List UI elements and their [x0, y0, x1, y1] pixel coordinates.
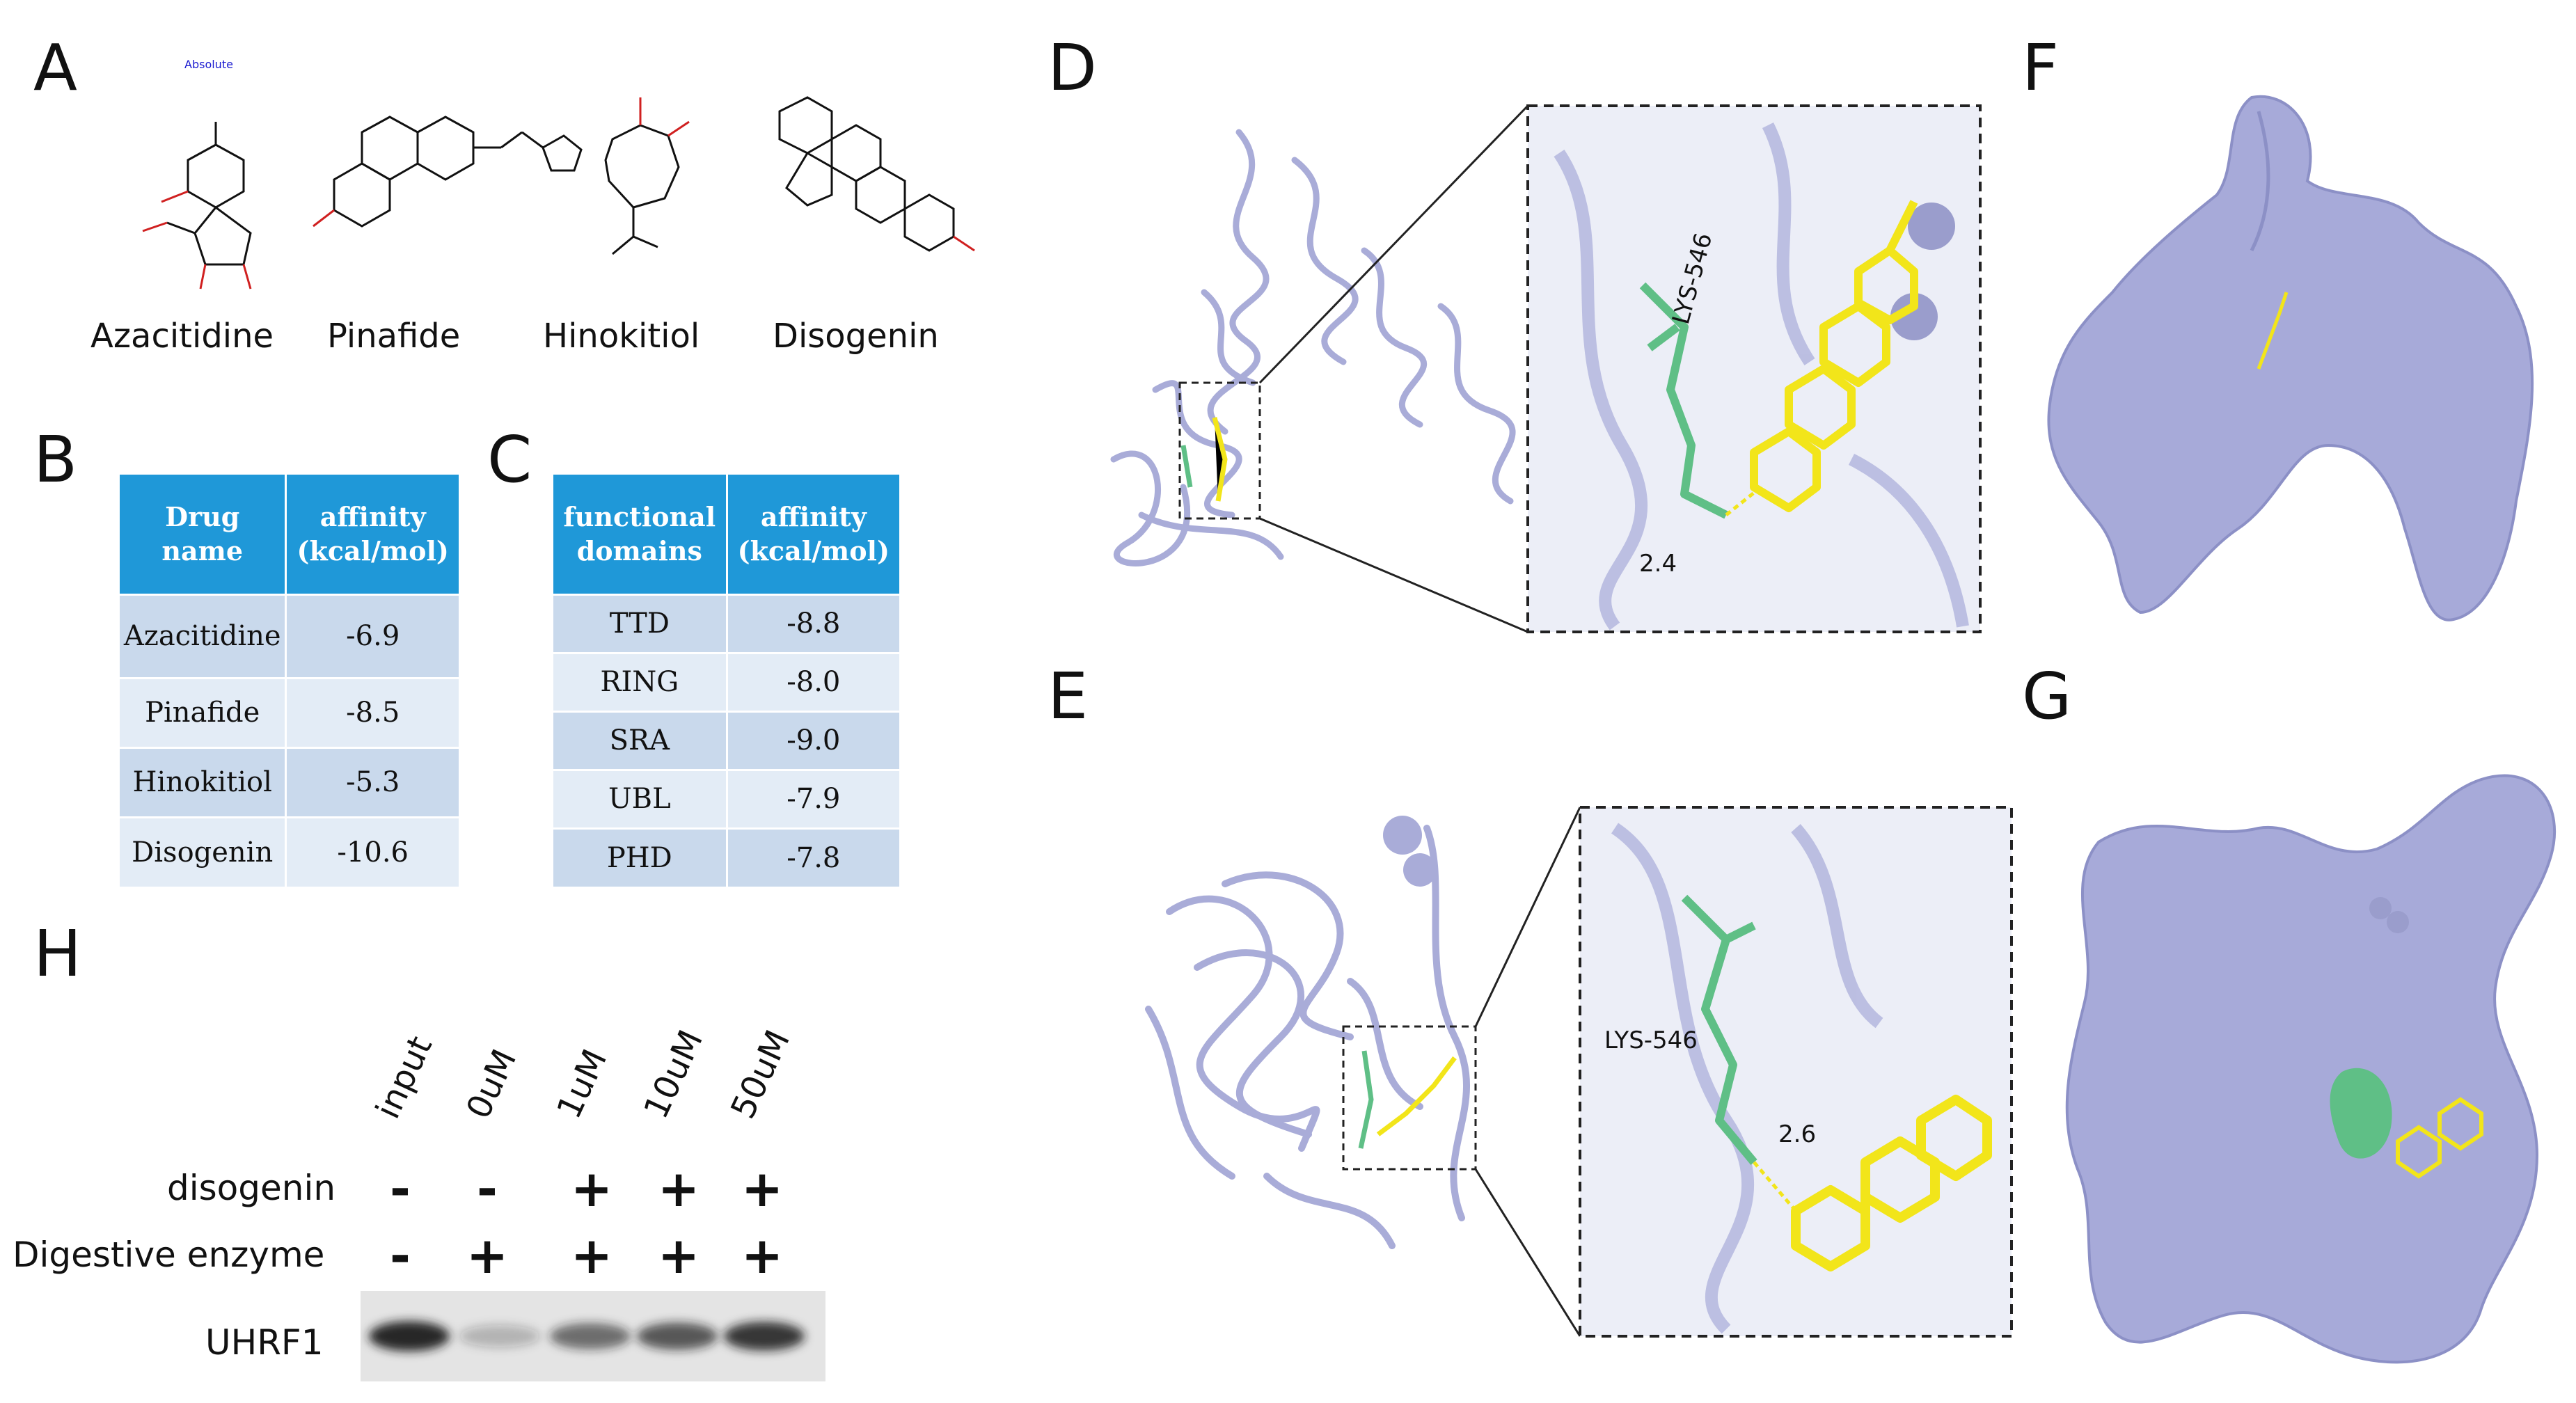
blot-band-4	[724, 1322, 805, 1351]
table-c-cell-domain: TTD	[553, 593, 728, 653]
molecule-name-azacitidine: Azacitidine	[90, 317, 274, 356]
table-row: UBL -7.9	[553, 768, 902, 828]
table-row: Azacitidine -6.9	[120, 593, 461, 678]
table-b-cell-affinity: -6.9	[285, 593, 461, 678]
table-c-cell-domain: PHD	[553, 827, 728, 887]
table-b-cell-drug: Disogenin	[120, 816, 287, 887]
panel-label-c: C	[487, 422, 532, 497]
lane-label-10um: 10uM	[636, 1024, 711, 1125]
table-row: Hinokitiol -5.3	[120, 746, 461, 817]
table-row: RING -8.0	[553, 651, 902, 711]
domain-affinity-table: functional domains affinity (kcal/mol) T…	[553, 475, 902, 887]
panel-label-d: D	[1048, 31, 1097, 105]
lane-label-0um: 0uM	[459, 1043, 525, 1125]
lane-label-50um: 50uM	[723, 1024, 798, 1125]
sign-enzyme-50um: +	[741, 1226, 784, 1285]
table-b-cell-drug: Azacitidine	[120, 593, 287, 678]
panel-label-f: F	[2022, 31, 2059, 105]
table-b-cell-affinity: -8.5	[285, 676, 461, 747]
docking-structure-e	[1145, 806, 2013, 1338]
table-c-cell-domain: UBL	[553, 768, 728, 828]
distance-label-d: 2.4	[1639, 550, 1677, 578]
panel-label-b: B	[33, 422, 78, 497]
distance-label-e: 2.6	[1778, 1120, 1817, 1148]
table-row: TTD -8.8	[553, 593, 902, 653]
surface-structure-f	[2047, 95, 2534, 621]
table-c-header-domain: functional domains	[553, 475, 728, 594]
sign-disogenin-50um: +	[741, 1159, 784, 1218]
table-c-cell-domain: RING	[553, 651, 728, 711]
table-b-header-affinity: affinity (kcal/mol)	[285, 475, 461, 594]
row-label-digestive-enzyme: Digestive enzyme	[13, 1235, 325, 1275]
blot-band-1	[459, 1325, 540, 1347]
row-label-disogenin: disogenin	[167, 1168, 336, 1208]
table-row: Pinafide -8.5	[120, 676, 461, 747]
lane-label-1um: 1uM	[549, 1043, 615, 1125]
table-row: Disogenin -10.6	[120, 816, 461, 887]
sign-enzyme-input: -	[390, 1226, 411, 1285]
table-b-header-drug: Drug name	[120, 475, 287, 594]
docking-structure-d	[1110, 104, 1982, 633]
table-b-cell-affinity: -5.3	[285, 746, 461, 817]
table-c-cell-domain: SRA	[553, 710, 728, 770]
sign-enzyme-1um: +	[570, 1226, 613, 1285]
sign-enzyme-0um: +	[466, 1226, 509, 1285]
molecule-name-hinokitiol: Hinokitiol	[543, 317, 700, 356]
drug-affinity-table: Drug name affinity (kcal/mol) Azacitidin…	[120, 475, 461, 887]
blot-band-2	[550, 1323, 631, 1349]
table-b-cell-drug: Hinokitiol	[120, 746, 287, 817]
blot-band-3	[637, 1322, 718, 1350]
table-c-header-affinity: affinity (kcal/mol)	[727, 475, 902, 594]
blot-band-0	[369, 1321, 450, 1352]
sign-disogenin-10um: +	[657, 1159, 700, 1218]
table-b-cell-drug: Pinafide	[120, 676, 287, 747]
sign-disogenin-input: -	[390, 1159, 411, 1218]
table-c-cell-affinity: -8.8	[727, 593, 902, 653]
sign-disogenin-0um: -	[477, 1159, 498, 1218]
table-row: PHD -7.8	[553, 827, 902, 887]
table-c-cell-affinity: -7.8	[727, 827, 902, 887]
table-b-cell-affinity: -10.6	[285, 816, 461, 887]
table-row: SRA -9.0	[553, 710, 902, 770]
western-blot-image	[361, 1291, 825, 1381]
sign-enzyme-10um: +	[657, 1226, 700, 1285]
sign-disogenin-1um: +	[570, 1159, 613, 1218]
lane-label-input: input	[368, 1030, 441, 1125]
chemical-structures: Absolute	[142, 58, 975, 290]
surface-structure-g	[2065, 774, 2557, 1364]
absolute-annotation: Absolute	[184, 58, 233, 71]
table-c-cell-affinity: -8.0	[727, 651, 902, 711]
molecule-name-disogenin: Disogenin	[773, 317, 939, 356]
panel-label-e: E	[1048, 659, 1089, 734]
panel-label-h: H	[33, 917, 82, 991]
protein-label-uhrf1: UHRF1	[205, 1322, 324, 1363]
panel-label-a: A	[33, 31, 77, 105]
table-c-cell-affinity: -7.9	[727, 768, 902, 828]
residue-label-e: LYS-546	[1604, 1027, 1698, 1054]
panel-label-g: G	[2022, 659, 2072, 734]
molecule-name-pinafide: Pinafide	[327, 317, 461, 356]
table-c-cell-affinity: -9.0	[727, 710, 902, 770]
